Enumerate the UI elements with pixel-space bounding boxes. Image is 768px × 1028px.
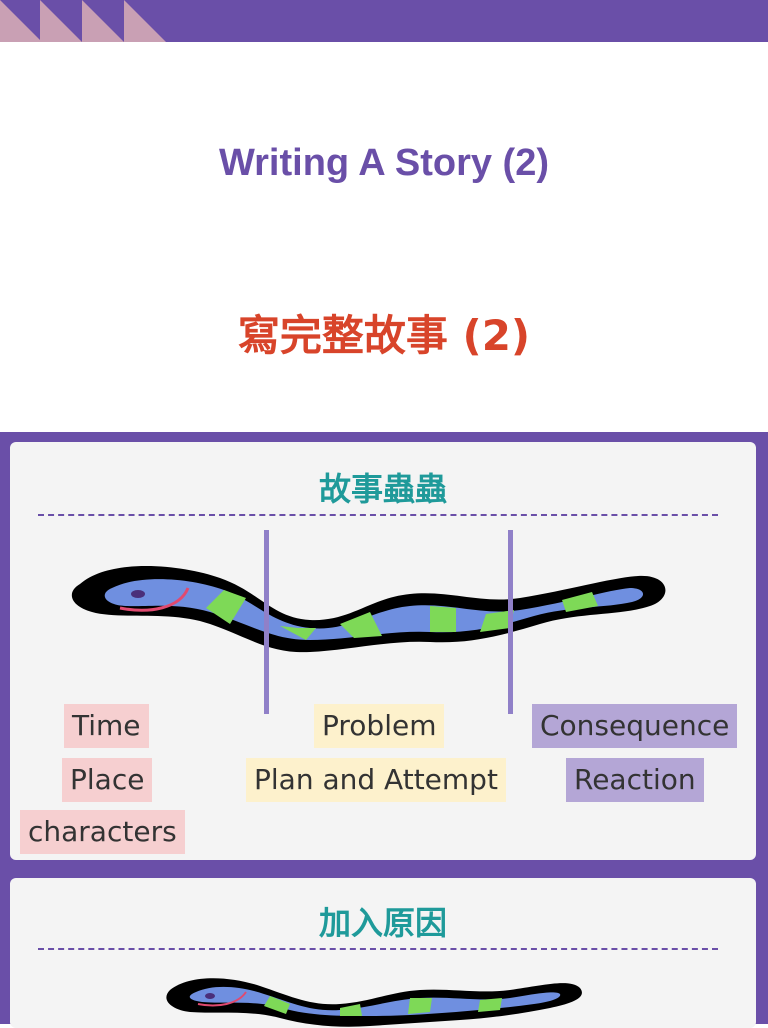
triangle-decoration <box>0 0 166 42</box>
worm-illustration-small <box>166 978 582 1027</box>
tag-plan-and-attempt: Plan and Attempt <box>246 758 506 802</box>
tag-time: Time <box>64 704 149 748</box>
separator-line-left <box>264 530 269 714</box>
tag-problem: Problem <box>314 704 445 748</box>
page-title-chinese: 寫完整故事 (2) <box>237 311 531 360</box>
panel-title: 故事蟲蟲 <box>318 470 447 508</box>
story-worm-card: 故事蟲蟲 Time Place characters Problem Plan … <box>10 442 756 860</box>
story-worm-panel: 故事蟲蟲 Time Place characters Problem Plan … <box>0 432 768 872</box>
panel-title: 加入原因 <box>318 904 447 942</box>
page-title: Writing A Story (2) <box>218 142 550 184</box>
add-reasons-card: 加入原因 <box>10 878 756 1028</box>
divider <box>38 514 718 516</box>
tag-place: Place <box>62 758 153 802</box>
divider <box>38 948 718 950</box>
top-banner <box>0 0 768 42</box>
separator-line-right <box>508 530 513 714</box>
tag-characters: characters <box>20 810 185 854</box>
add-reasons-panel: 加入原因 <box>0 868 768 1028</box>
tag-reaction: Reaction <box>566 758 704 802</box>
worm-illustration <box>71 566 666 653</box>
tag-consequence: Consequence <box>532 704 738 748</box>
